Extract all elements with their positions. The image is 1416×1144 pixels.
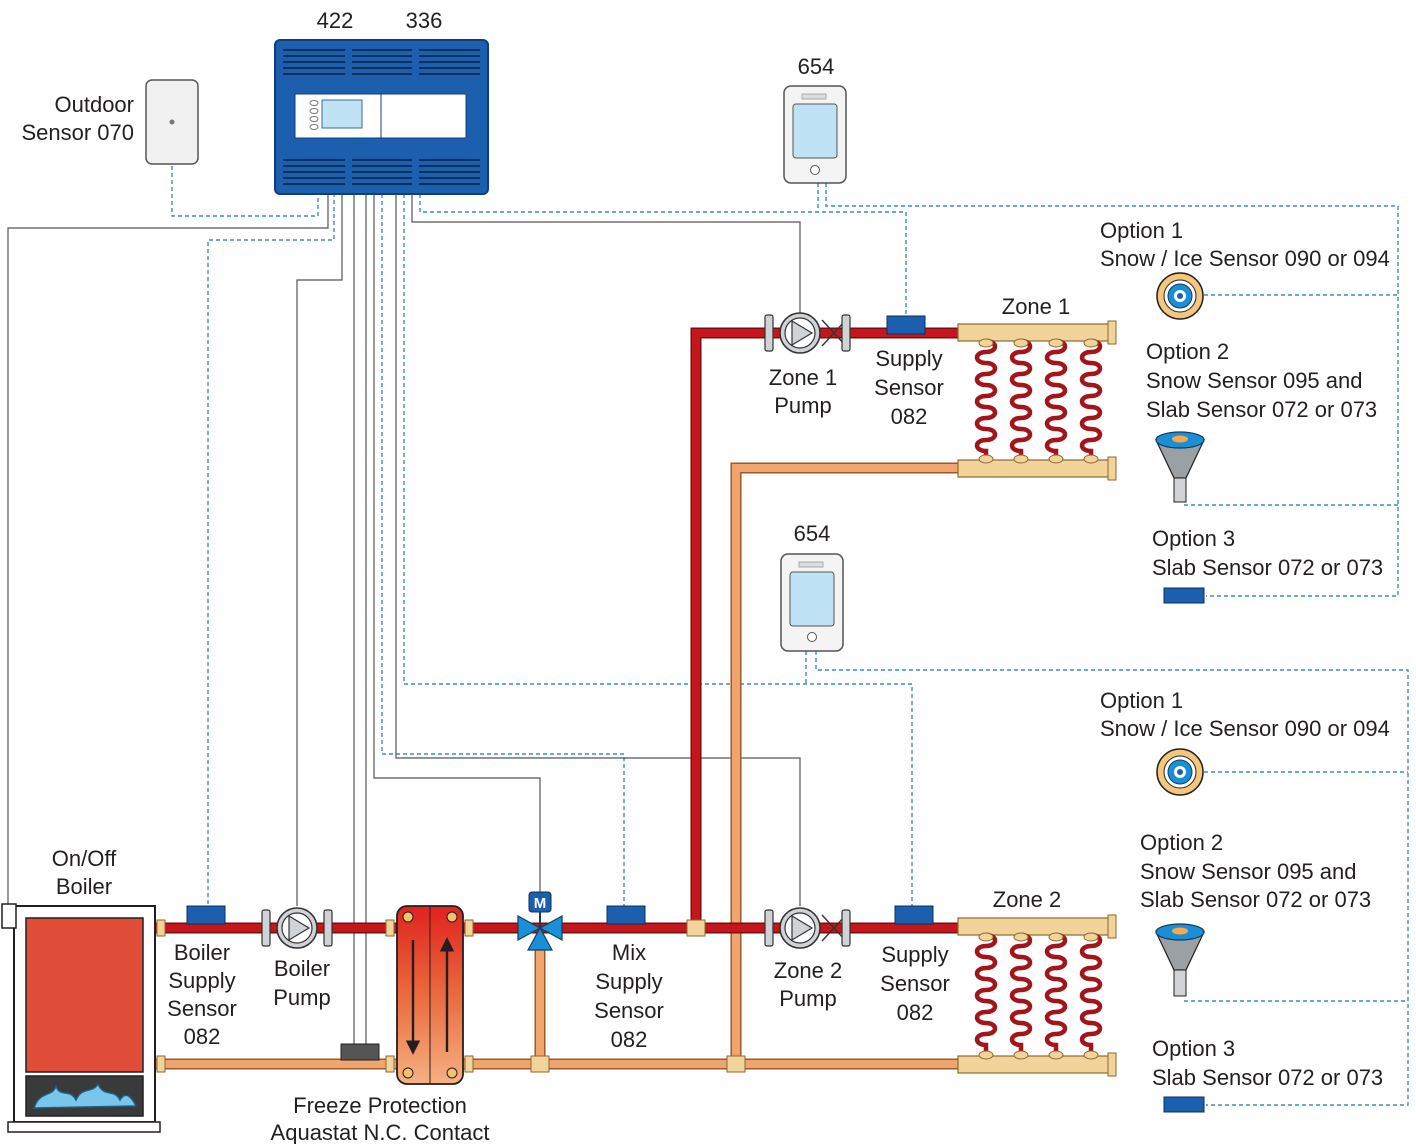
mixing-valve: M (517, 891, 563, 951)
boiler-pump-label-2: Pump (273, 985, 330, 1010)
zone2-manifold: Zone 2 (957, 887, 1117, 1077)
zone1-option2-desc-1: Snow Sensor 095 and (1146, 368, 1363, 393)
zone2-supply-sensor-label-3: 082 (897, 1000, 934, 1025)
zone2-pump-label-2: Pump (779, 986, 836, 1011)
wire-outdoor-sensor (171, 166, 319, 217)
boiler-pump: Boiler Pump (261, 907, 333, 1010)
zone1-thermostat-button-icon[interactable] (810, 165, 820, 175)
zone1-option3-title: Option 3 (1152, 526, 1235, 551)
zone1-option3-desc: Slab Sensor 072 or 073 (1152, 555, 1383, 580)
mix-supply-sensor-label-4: 082 (611, 1027, 648, 1052)
outdoor-sensor: Outdoor Sensor 070 (21, 79, 199, 165)
zone1-supply-sensor-label-3: 082 (891, 404, 928, 429)
zone2-thermostat-button-icon[interactable] (807, 632, 817, 642)
boiler-label-1: On/Off (52, 846, 117, 871)
zone1-pump: Zone 1 Pump (764, 312, 851, 418)
mix-supply-sensor-label-2: Supply (595, 969, 662, 994)
heat-exchanger (396, 905, 464, 1085)
boiler-supply-sensor-label-4: 082 (184, 1024, 221, 1049)
zone2-option1-desc: Snow / Ice Sensor 090 or 094 (1100, 716, 1390, 741)
zone2-slab-sensor-icon (1163, 1096, 1205, 1113)
zone2-option1: Option 1 Snow / Ice Sensor 090 or 094 (1100, 688, 1390, 796)
boiler: On/Off Boiler (1, 846, 161, 1133)
zone2-option2-desc-1: Snow Sensor 095 and (1140, 859, 1357, 884)
zone1-supply-sensor-label-1: Supply (875, 346, 942, 371)
wire-zone2-pump (395, 194, 801, 906)
control-unit-vents (283, 49, 480, 185)
boiler-supply-sensor-label-2: Supply (168, 968, 235, 993)
mix-supply-sensor-label-1: Mix (612, 940, 646, 965)
zone1-title: Zone 1 (1002, 294, 1071, 319)
zone1-option1-desc: Snow / Ice Sensor 090 or 094 (1100, 246, 1390, 271)
zone2-pump-arrow-icon (791, 914, 814, 942)
zone2-title: Zone 2 (993, 887, 1062, 912)
zone2-thermostat[interactable]: 654 (780, 521, 844, 652)
freeze-protection-label-2: Aquastat N.C. Contact (271, 1120, 490, 1144)
wire-zone1-pump (411, 194, 801, 316)
zone2-supply-sensor-label-1: Supply (881, 942, 948, 967)
wire-boiler-enable (7, 194, 329, 906)
outdoor-sensor-label-1: Outdoor (55, 92, 135, 117)
boiler-pump-label-1: Boiler (274, 956, 330, 981)
freeze-protection-aquastat: Freeze Protection Aquastat N.C. Contact (271, 1043, 490, 1144)
zone1-pump-label-1: Zone 1 (769, 365, 838, 390)
wire-zone2-supply-sensor (403, 194, 913, 906)
zone1-supply-sensor-label-2: Sensor (874, 375, 944, 400)
boiler-supply-sensor-label-3: Sensor (167, 996, 237, 1021)
zone2-thermostat-model: 654 (794, 521, 831, 546)
zone1-thermostat-model: 654 (798, 54, 835, 79)
zone1-thermostat[interactable]: 654 (783, 54, 847, 184)
zone1-option1-title: Option 1 (1100, 218, 1183, 243)
zone2-option3: Option 3 Slab Sensor 072 or 073 (1152, 1036, 1383, 1113)
zone1-option2-title: Option 2 (1146, 339, 1229, 364)
zone2-supply-sensor-label-2: Sensor (880, 971, 950, 996)
wire-zone1-thermostat-b (825, 183, 1399, 597)
wire-zone2-thermostat-b (815, 651, 1409, 1106)
zone1-option3: Option 3 Slab Sensor 072 or 073 (1152, 526, 1383, 604)
zone2-option2: Option 2 Snow Sensor 095 and Slab Sensor… (1140, 830, 1371, 997)
boiler-label-2: Boiler (56, 874, 112, 899)
burner-flame-icon (32, 1082, 138, 1109)
zone1-slab-sensor-icon (1163, 587, 1205, 604)
outdoor-sensor-screw-icon (169, 119, 175, 125)
boiler-pump-arrow-icon (288, 914, 311, 942)
zone2-supply-sensor: Supply Sensor 082 (880, 905, 950, 1025)
wire-boiler-supply-sensor (207, 194, 335, 904)
wire-mixing-valve (373, 194, 541, 898)
zone1-snowmelt-coils (974, 338, 1103, 463)
control-unit-display (321, 99, 363, 129)
zone1-option2-desc-2: Slab Sensor 072 or 073 (1146, 397, 1377, 422)
boiler-supply-sensor-label-1: Boiler (174, 940, 230, 965)
zone2-snowmelt-coils (974, 932, 1103, 1059)
wire-boiler-pump (296, 194, 343, 906)
zone2-pump: Zone 2 Pump (764, 907, 851, 1011)
zone1-option2: Option 2 Snow Sensor 095 and Slab Sensor… (1146, 339, 1377, 503)
freeze-protection-label-1: Freeze Protection (293, 1093, 467, 1118)
zone1-option1: Option 1 Snow / Ice Sensor 090 or 094 (1100, 218, 1390, 320)
zone2-option2-desc-2: Slab Sensor 072 or 073 (1140, 887, 1371, 912)
controller-number-422: 422 (317, 8, 354, 33)
zone2-option2-title: Option 2 (1140, 830, 1223, 855)
zone2-option3-desc: Slab Sensor 072 or 073 (1152, 1065, 1383, 1090)
outdoor-sensor-label-2: Sensor 070 (21, 120, 134, 145)
mixing-valve-motor-badge: M (534, 895, 547, 912)
boiler-supply-sensor: Boiler Supply Sensor 082 (167, 905, 237, 1049)
wiring (7, 166, 1409, 1106)
control-unit-buttons[interactable] (309, 100, 319, 130)
control-unit: 422 336 (274, 8, 489, 195)
zone2-option3-title: Option 3 (1152, 1036, 1235, 1061)
zone2-option1-title: Option 1 (1100, 688, 1183, 713)
controller-number-336: 336 (406, 8, 443, 33)
mix-supply-sensor: Mix Supply Sensor 082 (594, 905, 664, 1052)
zone2-pump-label-1: Zone 2 (774, 958, 843, 983)
zone1-manifold: Zone 1 (957, 294, 1117, 481)
wire-mix-supply-sensor (381, 194, 625, 906)
zone1-supply-sensor: Supply Sensor 082 (874, 315, 944, 429)
zone1-pump-label-2: Pump (774, 393, 831, 418)
wire-zone1-supply-sensor (419, 194, 907, 316)
zone1-pump-arrow-icon (791, 319, 814, 347)
mix-supply-sensor-label-3: Sensor (594, 998, 664, 1023)
